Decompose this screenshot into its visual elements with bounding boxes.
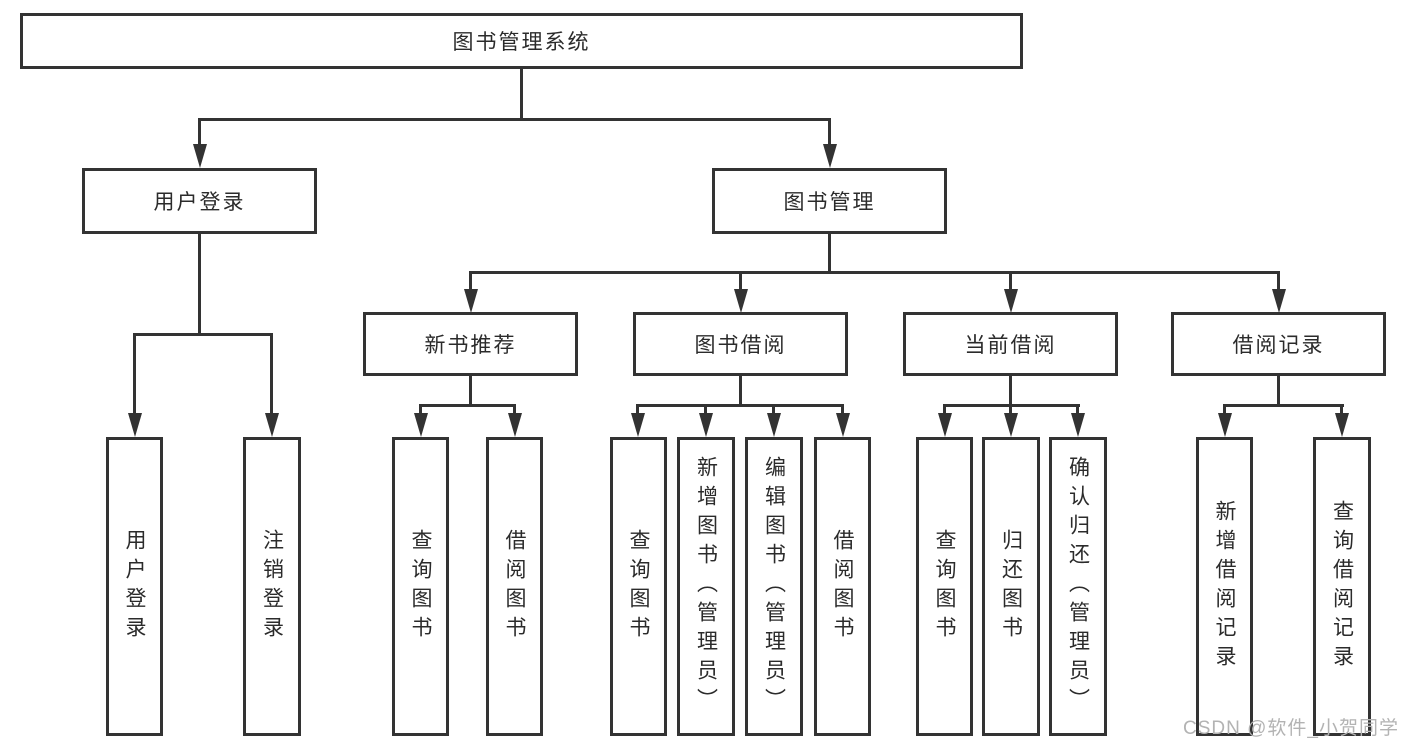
leaf-current-query-book-label: 查询图书 xyxy=(933,528,956,645)
connector-line xyxy=(943,404,1080,407)
leaf-user-login: 用户登录 xyxy=(106,437,163,736)
node-borrow-records: 借阅记录 xyxy=(1171,312,1386,376)
connector-line xyxy=(772,407,775,415)
leaf-recommend-borrow-book: 借阅图书 xyxy=(486,437,543,736)
leaf-records-query-record-label: 查询借阅记录 xyxy=(1330,499,1354,674)
connector-line xyxy=(828,121,831,147)
node-book-borrow: 图书借阅 xyxy=(633,312,848,376)
leaf-current-return-book: 归还图书 xyxy=(982,437,1040,736)
connector-arrowhead xyxy=(630,413,645,437)
connector-line xyxy=(469,376,472,407)
connector-arrowhead xyxy=(822,144,837,168)
connector-arrowhead xyxy=(463,289,478,313)
connector-line xyxy=(419,407,422,415)
connector-line xyxy=(469,271,1280,274)
csdn-watermark: CSDN @软件_小贺同学 xyxy=(1183,718,1399,739)
leaf-recommend-query-book-label: 查询图书 xyxy=(409,528,432,645)
connector-line xyxy=(739,274,742,290)
connector-arrowhead xyxy=(733,289,748,313)
connector-arrowhead xyxy=(192,144,207,168)
connector-line xyxy=(636,404,844,407)
connector-line xyxy=(513,407,516,415)
node-new-book-recommend: 新书推荐 xyxy=(363,312,578,376)
node-borrow-records-label: 借阅记录 xyxy=(1232,334,1325,357)
node-current-borrow: 当前借阅 xyxy=(903,312,1118,376)
connector-line xyxy=(943,407,946,415)
leaf-borrow-borrow-book-label: 借阅图书 xyxy=(831,528,854,645)
connector-line xyxy=(636,407,639,415)
connector-line xyxy=(1009,376,1012,407)
connector-line xyxy=(198,118,831,121)
leaf-recommend-query-book: 查询图书 xyxy=(392,437,449,736)
leaf-borrow-edit-book-label: 编辑图书（管理员） xyxy=(762,456,786,717)
node-user-login-label: 用户登录 xyxy=(153,191,246,214)
connector-line xyxy=(1009,407,1012,415)
node-book-management: 图书管理 xyxy=(712,168,947,234)
connector-line xyxy=(828,234,831,274)
leaf-borrow-add-book: 新增图书（管理员） xyxy=(677,437,735,736)
connector-arrowhead xyxy=(766,413,781,437)
connector-arrowhead xyxy=(1003,413,1018,437)
node-new-book-recommend-label: 新书推荐 xyxy=(424,334,517,357)
node-book-management-label: 图书管理 xyxy=(783,191,876,214)
connector-line xyxy=(704,407,707,415)
leaf-logout-login: 注销登录 xyxy=(243,437,301,736)
leaf-records-add-record: 新增借阅记录 xyxy=(1196,437,1253,736)
connector-line xyxy=(1223,407,1226,415)
connector-line xyxy=(133,336,136,416)
connector-line xyxy=(198,121,201,147)
connector-line xyxy=(270,336,273,416)
leaf-current-return-book-label: 归还图书 xyxy=(999,528,1023,645)
connector-arrowhead xyxy=(127,413,142,437)
connector-line xyxy=(1223,404,1344,407)
connector-arrowhead xyxy=(1271,289,1286,313)
connector-arrowhead xyxy=(937,413,952,437)
leaf-user-login-label: 用户登录 xyxy=(123,528,146,645)
leaf-records-query-record: 查询借阅记录 xyxy=(1313,437,1371,736)
leaf-borrow-query-book-label: 查询图书 xyxy=(627,528,650,645)
connector-line xyxy=(1340,407,1343,415)
node-user-login: 用户登录 xyxy=(82,168,317,234)
connector-line xyxy=(1277,274,1280,290)
connector-line xyxy=(739,376,742,407)
connector-line xyxy=(1076,407,1079,415)
connector-line xyxy=(469,274,472,290)
leaf-borrow-borrow-book: 借阅图书 xyxy=(814,437,871,736)
connector-arrowhead xyxy=(1070,413,1085,437)
node-current-borrow-label: 当前借阅 xyxy=(964,334,1057,357)
leaf-logout-login-label: 注销登录 xyxy=(260,528,284,645)
leaf-borrow-add-book-label: 新增图书（管理员） xyxy=(694,456,718,717)
connector-arrowhead xyxy=(1334,413,1349,437)
connector-line xyxy=(198,234,201,336)
leaf-records-add-record-label: 新增借阅记录 xyxy=(1213,499,1236,674)
node-root: 图书管理系统 xyxy=(20,13,1023,69)
node-book-borrow-label: 图书借阅 xyxy=(694,334,787,357)
connector-line xyxy=(520,69,523,121)
connector-arrowhead xyxy=(698,413,713,437)
leaf-current-query-book: 查询图书 xyxy=(916,437,973,736)
connector-arrowhead xyxy=(264,413,279,437)
leaf-recommend-borrow-book-label: 借阅图书 xyxy=(503,528,526,645)
connector-arrowhead xyxy=(1217,413,1232,437)
connector-arrowhead xyxy=(507,413,522,437)
node-root-label: 图书管理系统 xyxy=(452,31,591,54)
connector-line xyxy=(841,407,844,415)
leaf-current-confirm-return: 确认归还（管理员） xyxy=(1049,437,1107,736)
connector-arrowhead xyxy=(413,413,428,437)
leaf-borrow-edit-book: 编辑图书（管理员） xyxy=(745,437,803,736)
connector-line xyxy=(419,404,516,407)
connector-arrowhead xyxy=(835,413,850,437)
leaf-borrow-query-book: 查询图书 xyxy=(610,437,667,736)
connector-line xyxy=(1009,274,1012,290)
connector-line xyxy=(1277,376,1280,407)
leaf-current-confirm-return-label: 确认归还（管理员） xyxy=(1066,456,1090,717)
connector-line xyxy=(133,333,273,336)
connector-arrowhead xyxy=(1003,289,1018,313)
